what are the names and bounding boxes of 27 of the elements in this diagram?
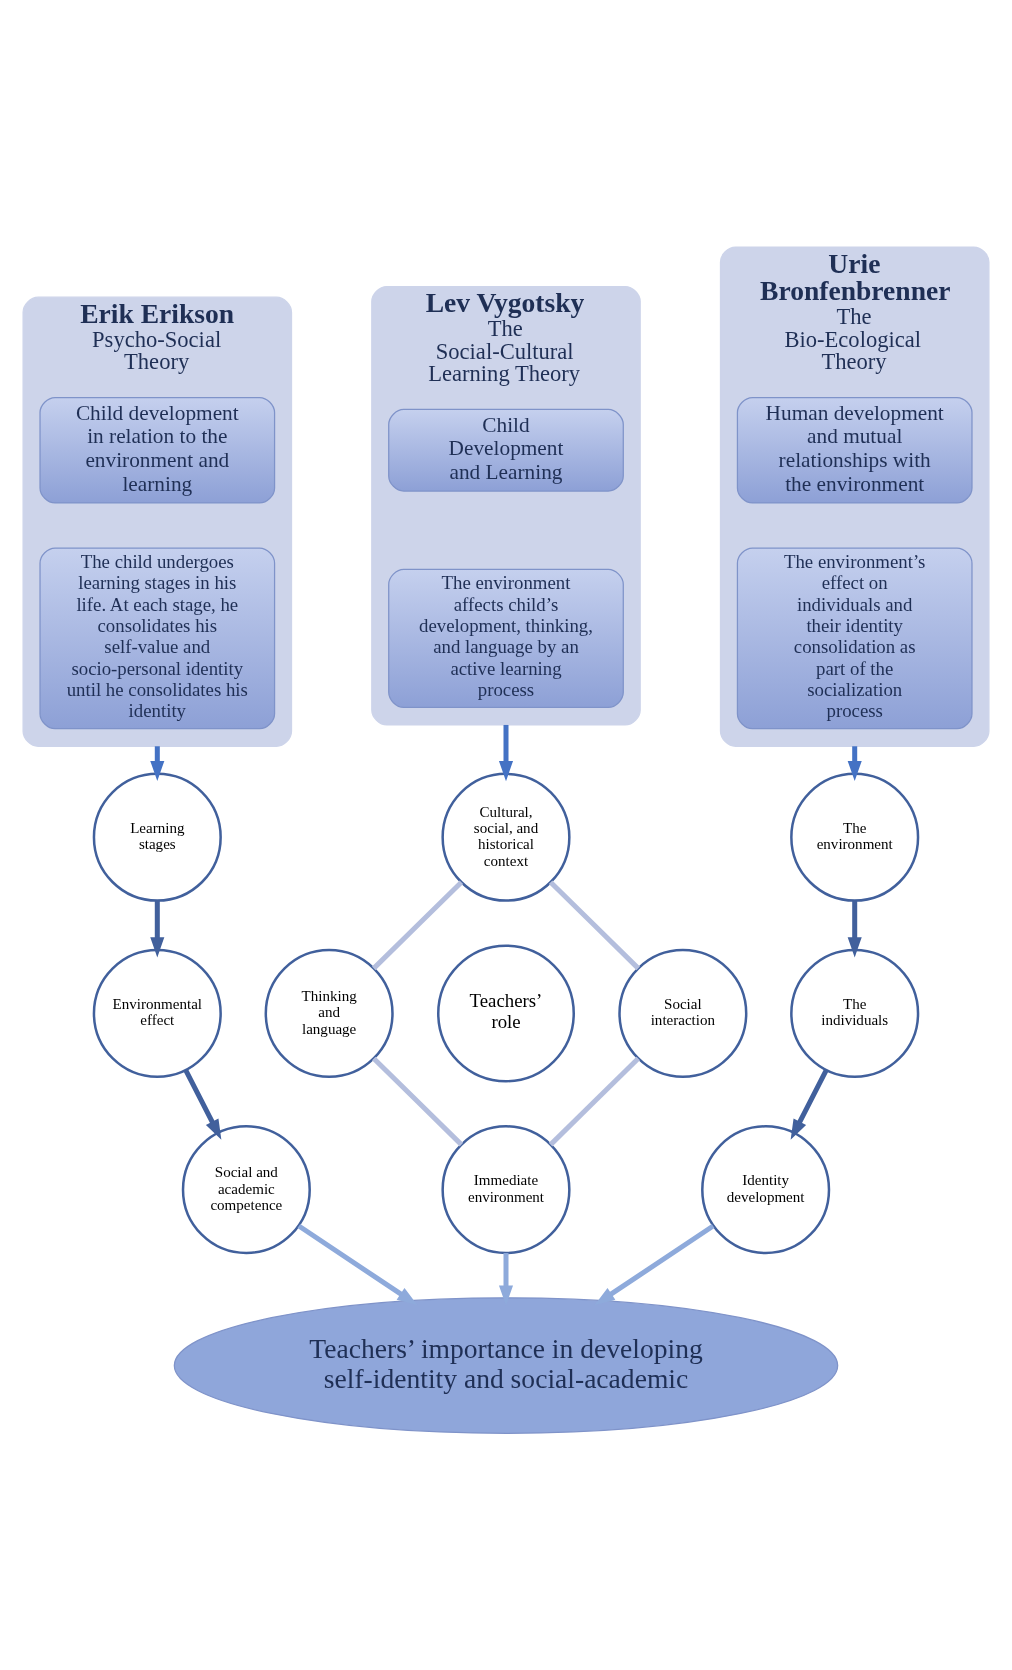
node-circle: Teachers’ role: [437, 944, 575, 1083]
connector: [548, 1056, 640, 1147]
connector: [548, 880, 640, 971]
node-box: Child Development and Learning: [388, 408, 624, 492]
node-box: Child development in relation to the environment and learning: [39, 396, 276, 504]
arrow: [183, 1069, 222, 1140]
node-circle: Learning stages: [92, 772, 222, 902]
connector: [372, 880, 464, 971]
node-circle: Thinking and language: [264, 948, 394, 1079]
node-circle: Social interaction: [618, 948, 748, 1079]
node-circle: Cultural, social, and historical context: [441, 772, 571, 902]
node-ellipse: Teachers’ importance in developing self-identity and social-academic: [173, 1297, 839, 1434]
node-box: The child undergoes learning stages in his life. At each stage, he consolidates his self-value and socio-personal identity until he consolidates his identity: [39, 547, 276, 730]
arrow: [498, 724, 514, 782]
node-box: The environment affects child’s development, thinking, and language by an active learning process: [388, 568, 624, 708]
arrow: [847, 900, 862, 958]
node-circle: The individuals: [790, 948, 920, 1079]
connector: [372, 1056, 464, 1147]
node-circle: Identity development: [701, 1125, 831, 1255]
node-circle: The environment: [790, 772, 920, 902]
node-circle: Social and academic competence: [181, 1125, 311, 1255]
node-box: The environment’s effect on individuals and their identity consolidation as part of the socialization process: [736, 547, 973, 730]
arrow: [150, 900, 165, 958]
node-circle: Environmental effect: [92, 948, 222, 1079]
node-box: Human development and mutual relationships with the environment: [736, 396, 973, 504]
node-circle: Immediate environment: [441, 1125, 571, 1255]
arrow: [790, 1069, 829, 1140]
